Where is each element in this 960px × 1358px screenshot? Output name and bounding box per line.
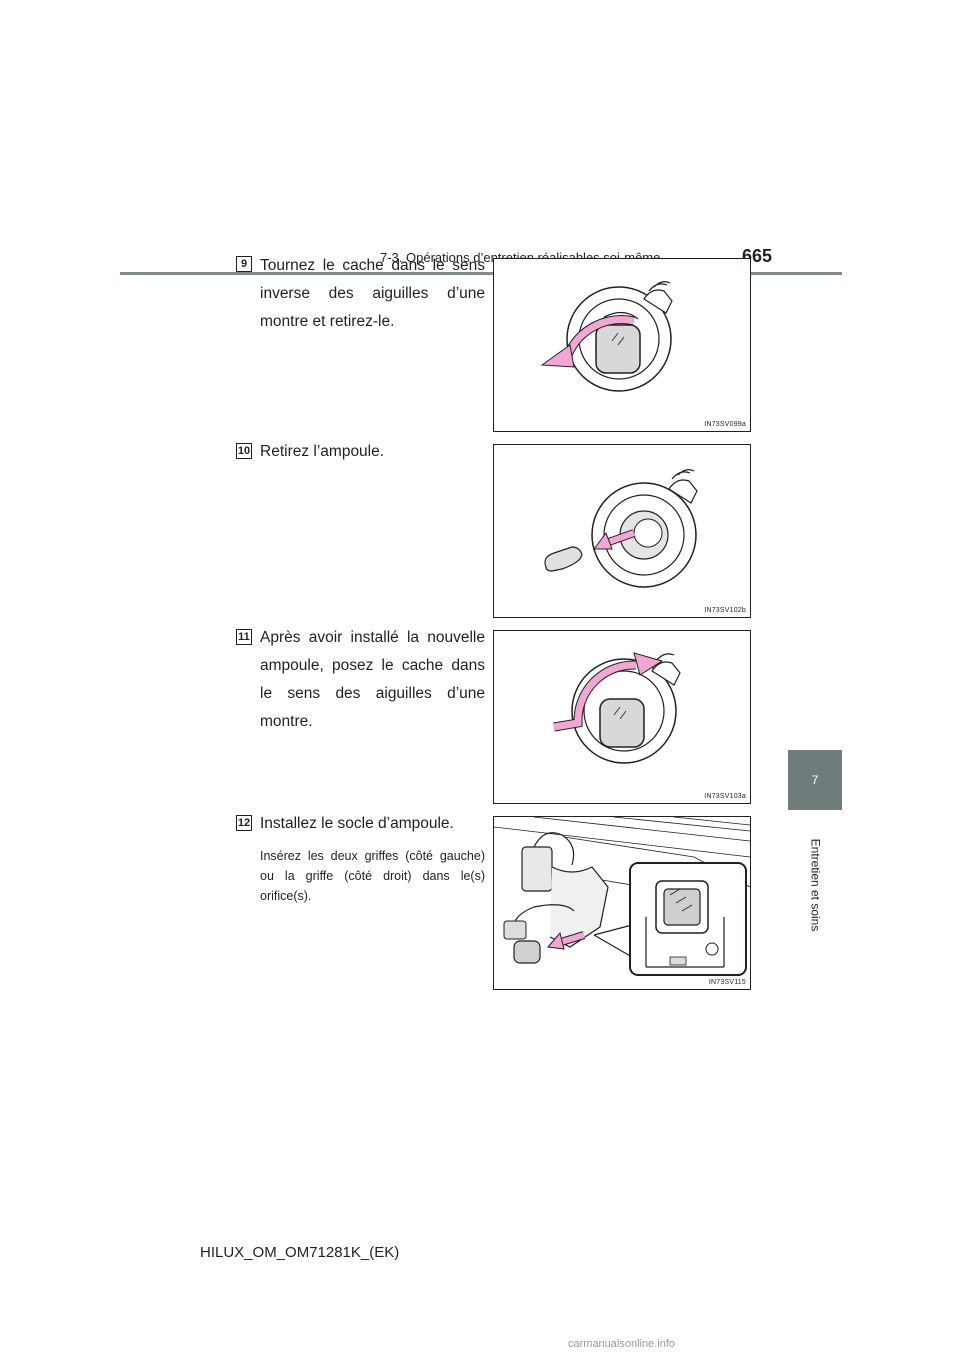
chapter-tab[interactable]: 7 [788, 750, 842, 810]
bulb-socket-install-illustration [494, 817, 750, 976]
figure-code: IN73SV099a [704, 421, 746, 428]
step-number-9: 9 [236, 256, 252, 272]
step-text-12: Installez le socle d’ampoule. [260, 815, 454, 832]
document-code: HILUX_OM_OM71281K_(EK) [200, 1244, 400, 1261]
step-number-12: 12 [236, 815, 252, 831]
figure-code: IN73SV102b [704, 607, 746, 614]
chapter-number: 7 [811, 773, 819, 787]
figure-step-12: IN73SV115 [493, 816, 751, 990]
figure-code: IN73SV103a [704, 793, 746, 800]
watermark: carmanualsonline.info [568, 1338, 676, 1350]
step-number-10: 10 [236, 443, 252, 459]
header-divider [120, 272, 842, 275]
socket-cover-rotate-cw-illustration [553, 652, 681, 764]
step-text-10: Retirez l’ampoule. [260, 443, 385, 460]
socket-cover-rotate-ccw-illustration [540, 281, 673, 392]
chapter-label: Entretien et soins [808, 838, 822, 932]
step-number-11: 11 [236, 629, 252, 645]
figure-step-9: IN73SV099a [493, 258, 751, 432]
figure-step-10: IN73SV102b [493, 444, 751, 618]
bulb-removal-illustration [544, 469, 698, 588]
step-text-9: Tournez le cache dans le sens inverse de… [260, 257, 485, 330]
step-text-11: Après avoir installé la nouvelle ampoule… [260, 629, 485, 730]
step-note-12: Insérez les deux griffes (côté gauche) o… [260, 849, 485, 903]
figure-step-11: IN73SV103a [493, 630, 751, 804]
figure-code: IN73SV115 [708, 979, 746, 986]
